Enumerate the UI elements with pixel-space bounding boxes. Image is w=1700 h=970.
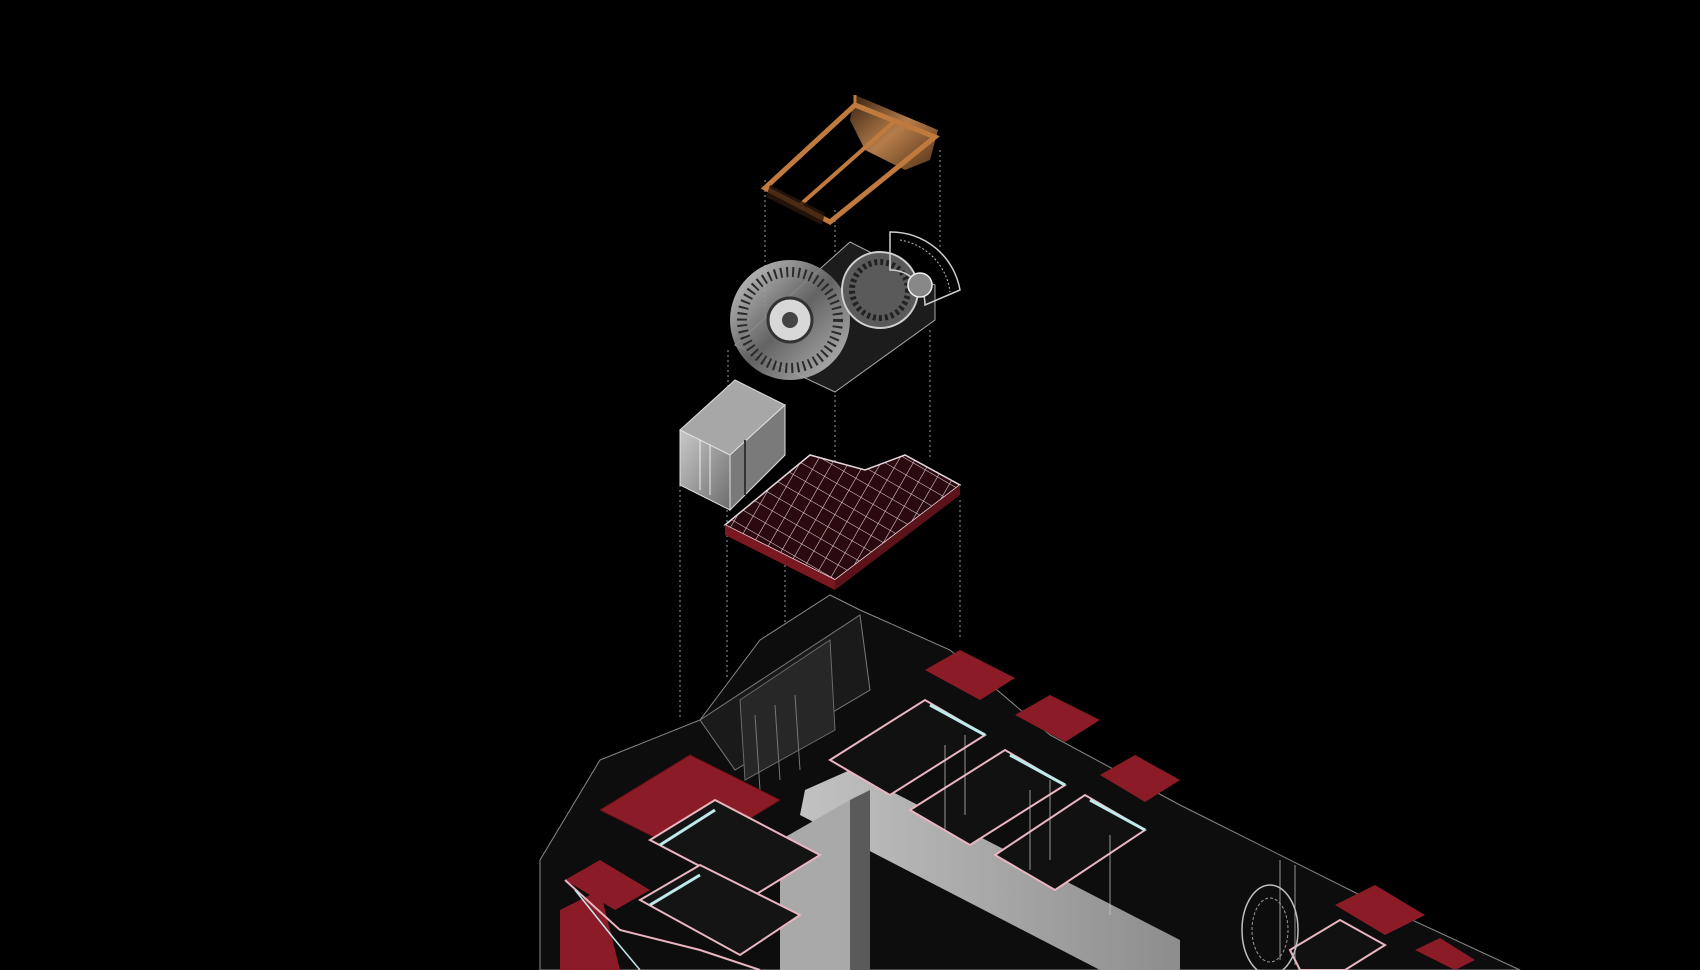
mechanical-gears	[730, 231, 961, 393]
grid-floor	[723, 454, 962, 590]
building-base	[539, 594, 1521, 970]
roof-frame	[760, 95, 940, 225]
stair-box	[679, 379, 786, 512]
